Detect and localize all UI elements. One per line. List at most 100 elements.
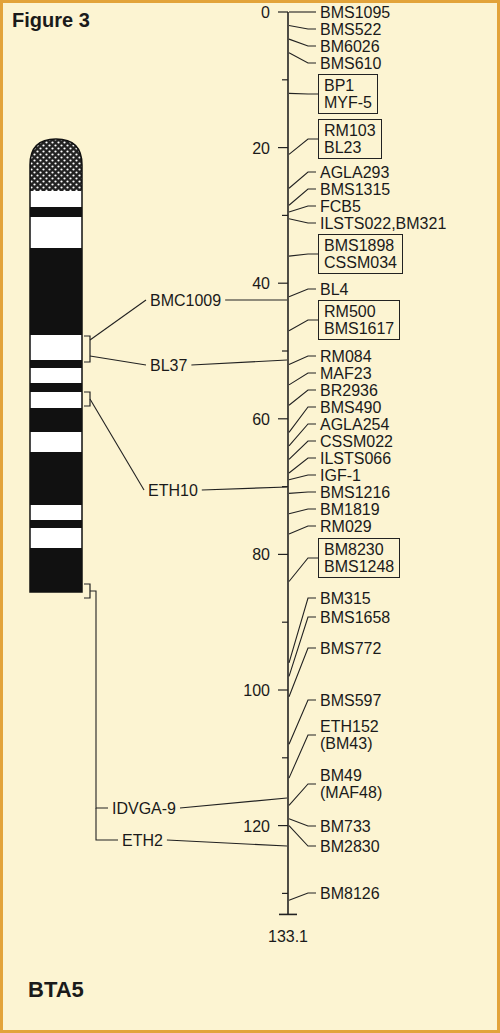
axis-tick xyxy=(278,283,288,284)
leader-line xyxy=(289,475,316,480)
marker-name: BMS1248 xyxy=(324,558,394,575)
axis-tick xyxy=(282,215,288,216)
leader-line xyxy=(289,206,316,212)
axis-tick xyxy=(282,757,288,758)
marker-name: BMS610 xyxy=(320,55,381,72)
axis-number: 120 xyxy=(243,817,270,834)
region-bracket xyxy=(84,584,90,598)
leader-line xyxy=(167,840,287,846)
marker-name: BM1819 xyxy=(320,501,380,518)
leader-line xyxy=(289,219,316,223)
axis-number: 60 xyxy=(252,410,270,427)
leader-line xyxy=(289,700,316,744)
marker-name: BL37 xyxy=(150,357,187,374)
axis-number: 40 xyxy=(252,275,270,292)
marker-name: IGF-1 xyxy=(320,467,361,484)
marker-box: RM103BL23 xyxy=(318,119,382,159)
leader-line xyxy=(202,487,287,490)
marker-name: BR2936 xyxy=(320,382,378,399)
marker-name: BMS1095 xyxy=(320,4,390,21)
axis-tick xyxy=(282,893,288,894)
leader-line xyxy=(289,558,318,582)
marker-name: BMS597 xyxy=(320,692,381,709)
leader-line xyxy=(289,373,316,385)
marker-name: BMS1315 xyxy=(320,181,390,198)
marker-name: RM084 xyxy=(320,348,372,365)
leader-line xyxy=(289,407,316,432)
chromosome-name: BTA5 xyxy=(28,978,84,1002)
marker-name: AGLA254 xyxy=(320,416,389,433)
marker-name: BMS1617 xyxy=(324,320,394,337)
marker-name: FCB5 xyxy=(320,198,361,215)
leader-line xyxy=(289,458,316,473)
leader-line xyxy=(90,356,146,365)
leader-line xyxy=(289,441,316,459)
axis-number: 20 xyxy=(252,139,270,156)
leader-line xyxy=(289,390,316,405)
marker-name: BMS772 xyxy=(320,640,381,657)
marker-name: BP1 xyxy=(324,77,372,94)
leader-line xyxy=(289,526,316,534)
axis-tick xyxy=(282,79,288,80)
marker-name: ILSTS066 xyxy=(320,450,391,467)
leader-line xyxy=(289,189,316,205)
leader-line xyxy=(289,735,316,778)
axis-end xyxy=(279,914,297,916)
chromosome-band xyxy=(30,207,82,217)
chromosome-band xyxy=(30,383,82,392)
marker-name: RM103 xyxy=(324,122,376,139)
leader-line xyxy=(289,11,316,12)
marker-name: BM315 xyxy=(320,590,371,607)
leader-line xyxy=(289,784,316,805)
axis-tick xyxy=(278,418,288,419)
leader-line xyxy=(180,798,287,808)
leader-line xyxy=(289,598,316,663)
leader-line xyxy=(289,53,316,63)
chromosome-band xyxy=(30,360,82,368)
leader-line xyxy=(289,39,316,46)
leader-line xyxy=(289,172,316,188)
leader-line xyxy=(90,300,146,340)
axis-number: 100 xyxy=(243,682,270,699)
axis-tick xyxy=(282,622,288,623)
leader-line xyxy=(289,893,316,900)
marker-name: BL4 xyxy=(320,281,348,298)
marker-name: CSSM022 xyxy=(320,433,393,450)
leader-line xyxy=(289,139,318,154)
marker-box: BMS1898CSSM034 xyxy=(318,234,403,274)
axis-tick xyxy=(278,11,288,12)
marker-name: IDVGA-9 xyxy=(112,800,176,817)
axis-tick xyxy=(278,147,288,148)
marker-name: BMS1898 xyxy=(324,237,397,254)
map-length: 133.1 xyxy=(268,928,308,945)
marker-name: ETH152 (BM43) xyxy=(320,718,388,752)
chromosome-band xyxy=(30,520,82,528)
marker-name: BL23 xyxy=(324,139,376,156)
chromosome-band xyxy=(30,408,82,432)
centromere-cap xyxy=(30,139,82,191)
chromosome-outline xyxy=(30,139,82,592)
chromosome-band xyxy=(30,452,82,505)
marker-name: BM49 (MAF48) xyxy=(320,767,388,801)
leader-line xyxy=(289,289,316,297)
axis-number: 0 xyxy=(261,4,270,21)
chromosome-band xyxy=(30,248,82,335)
leader-line xyxy=(289,254,318,256)
leader-line xyxy=(191,360,287,365)
axis-tick xyxy=(278,554,288,555)
leader-line xyxy=(90,399,144,490)
leader-line xyxy=(289,617,316,676)
axis-tick xyxy=(282,350,288,351)
marker-name: RM500 xyxy=(324,303,394,320)
leader-line xyxy=(289,648,316,697)
leader-line xyxy=(225,299,287,300)
marker-name: AGLA293 xyxy=(320,164,389,181)
leader-line xyxy=(289,819,316,826)
marker-name: MAF23 xyxy=(320,365,372,382)
leader-line xyxy=(289,509,316,514)
marker-box: RM500BMS1617 xyxy=(318,300,400,340)
